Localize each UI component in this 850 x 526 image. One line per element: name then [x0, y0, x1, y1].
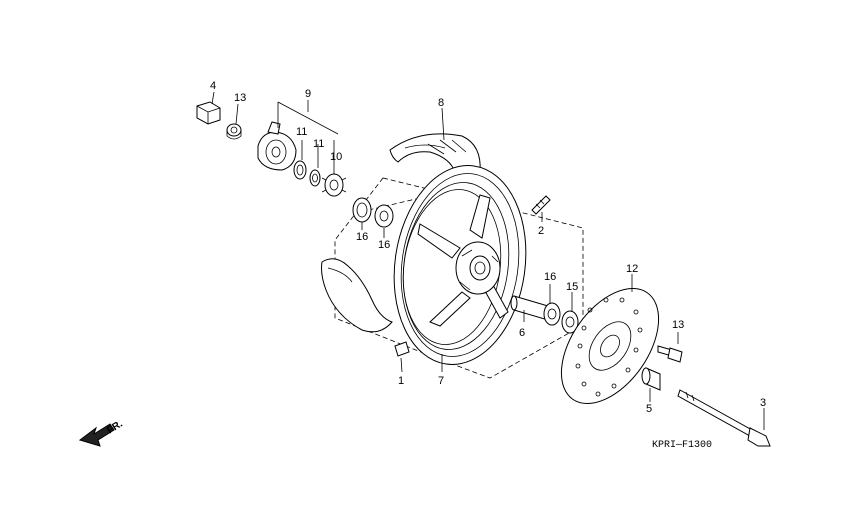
side-collar — [226, 123, 242, 140]
leader-lines — [211, 91, 765, 430]
axle-nut — [196, 101, 221, 125]
callout-17: 16 — [356, 231, 368, 243]
valve-stem — [531, 195, 551, 215]
callout-6: 6 — [519, 327, 525, 339]
front-axle — [677, 389, 771, 447]
callout-8: 8 — [438, 97, 444, 109]
callout-13: 13 — [672, 319, 684, 331]
callout-14: 13 — [234, 92, 246, 104]
callout-5: 5 — [646, 403, 652, 415]
callout-10: 10 — [330, 151, 342, 163]
callout-11: 11 — [296, 126, 307, 138]
speedometer-gear — [321, 173, 347, 197]
oil-seal-1 — [293, 160, 307, 180]
bearing-right — [543, 302, 561, 326]
front-direction-arrow-icon: FR. — [78, 418, 125, 447]
callout-4: 4 — [210, 80, 216, 92]
speedometer-gearbox — [257, 121, 297, 171]
wheel-rim — [393, 165, 527, 365]
callout-16-second: 16 — [544, 271, 556, 283]
callout-16: 16 — [378, 239, 390, 251]
bearing-left — [374, 204, 394, 228]
diagram-code: KPRI—F1300 — [652, 440, 712, 451]
callout-1: 1 — [398, 375, 404, 387]
callout-9: 9 — [305, 88, 311, 100]
callout-15: 15 — [566, 281, 578, 293]
dust-seal — [352, 197, 372, 223]
callout-12: 12 — [626, 263, 638, 275]
balance-weight — [394, 341, 410, 357]
brake-disc — [560, 287, 660, 405]
oil-seal-right — [561, 310, 579, 334]
callout-7: 7 — [438, 375, 444, 387]
callout-11-second: 11 — [313, 138, 324, 150]
side-collar-right — [641, 367, 661, 391]
tire-lower-section — [321, 258, 393, 333]
callout-3: 3 — [760, 397, 766, 409]
disc-bolt — [657, 345, 683, 363]
oil-seal-2 — [309, 169, 321, 187]
callout-2: 2 — [538, 225, 544, 237]
